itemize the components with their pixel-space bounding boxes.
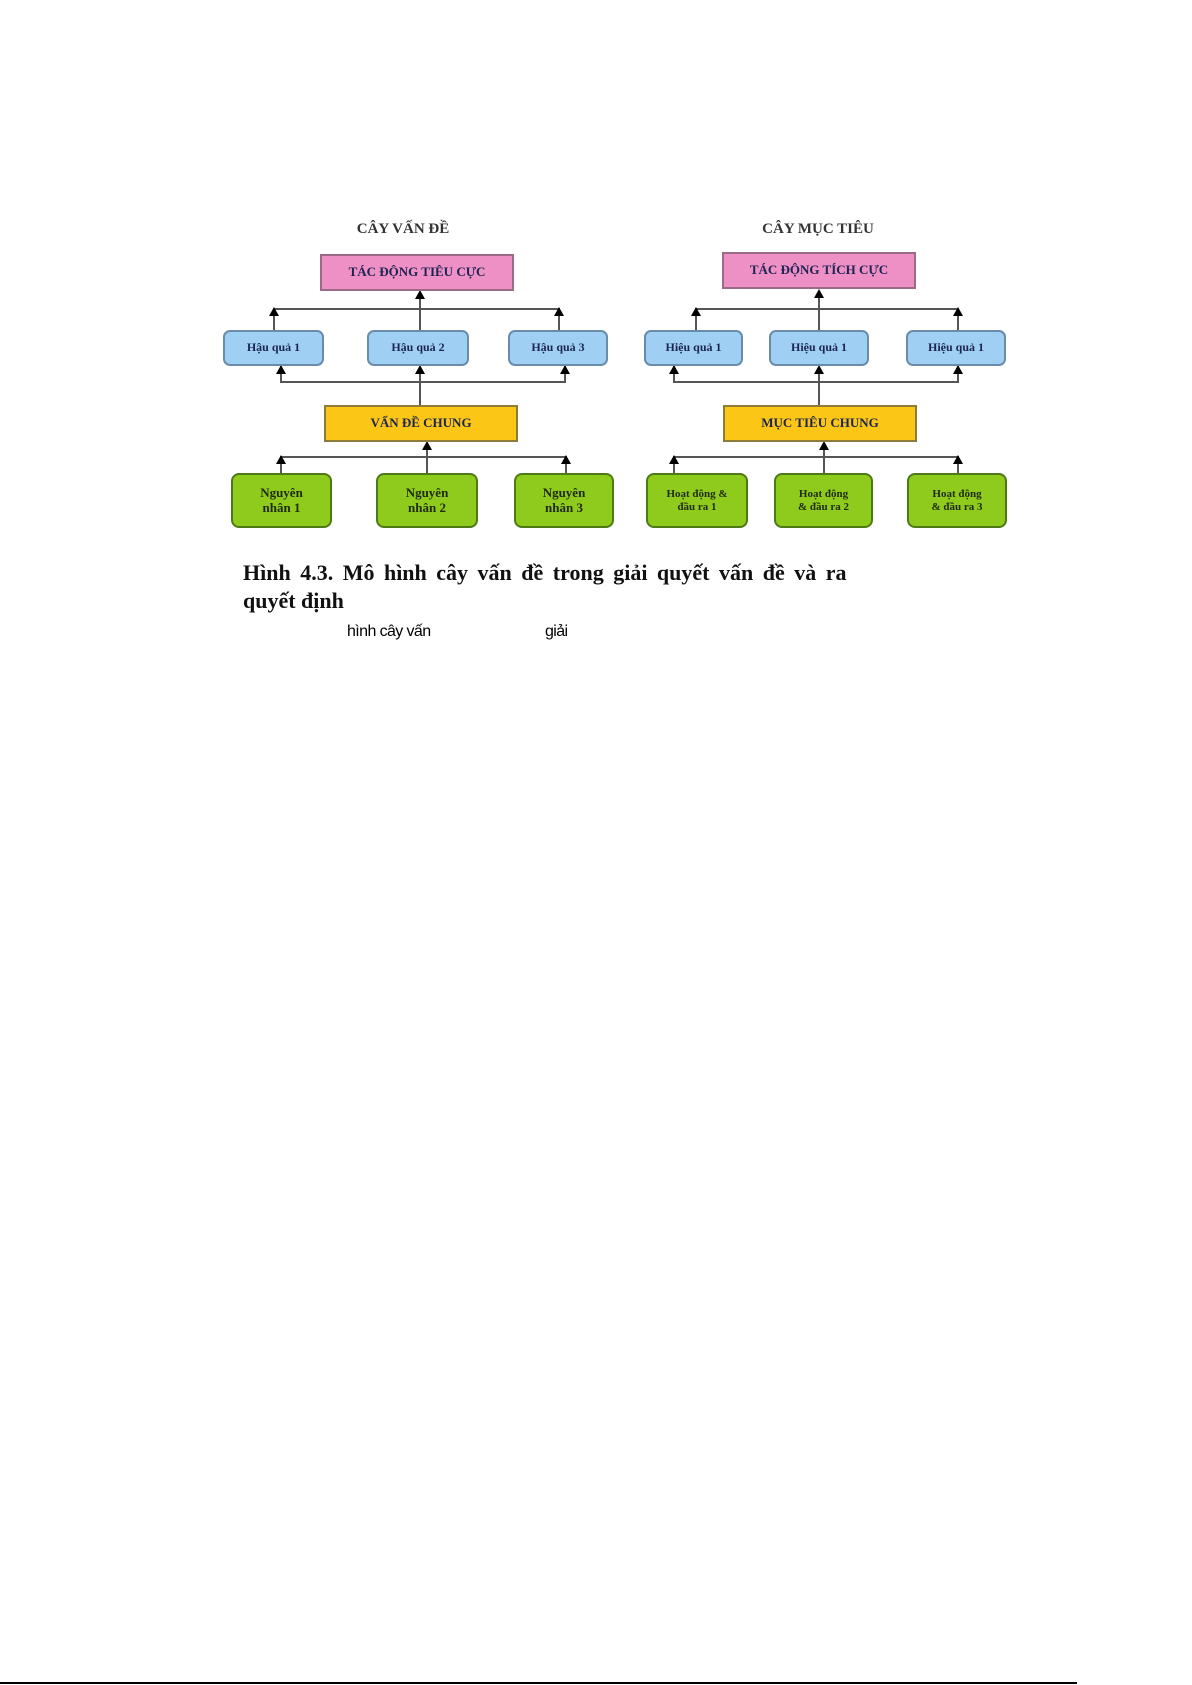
core-problem-box: VẤN ĐỀ CHUNG — [324, 405, 518, 442]
effect-box-3: Hậu quả 3 — [508, 330, 608, 366]
negative-impact-box: TÁC ĐỘNG TIÊU CỰC — [320, 254, 514, 291]
cause-box-2: Nguyên nhân 2 — [376, 473, 478, 528]
benefit-box-1: Hiệu quả 1 — [644, 330, 743, 366]
problem-tree-title: CÂY VẤN ĐỀ — [356, 221, 450, 237]
positive-impact-box: TÁC ĐỘNG TÍCH CỰC — [722, 252, 916, 289]
core-objective-box: MỤC TIÊU CHUNG — [723, 405, 917, 442]
activity-box-1: Hoạt động & đầu ra 1 — [646, 473, 748, 528]
cause-box-3: Nguyên nhân 3 — [514, 473, 614, 528]
figure-caption-line-1: Hình 4.3. Mô hình cây vấn đề trong giải … — [243, 560, 847, 585]
tree-connectors — [269, 289, 963, 473]
effect-box-2: Hậu quả 2 — [367, 330, 469, 366]
page-bottom-rule — [0, 1682, 1077, 1684]
activity-box-2: Hoạt động & đầu ra 2 — [774, 473, 873, 528]
effect-box-1: Hậu quả 1 — [223, 330, 324, 366]
objective-tree-title: CÂY MỤC TIÊU — [762, 221, 874, 237]
overlay-text-1: hình cây vấn — [347, 623, 431, 640]
benefit-box-2: Hiệu quả 1 — [769, 330, 869, 366]
benefit-box-3: Hiệu quả 1 — [906, 330, 1006, 366]
overlay-text-2: giải — [545, 623, 568, 640]
cause-box-1: Nguyên nhân 1 — [231, 473, 332, 528]
figure-caption-line-2: quyết định — [243, 588, 344, 613]
activity-box-3: Hoạt động & đầu ra 3 — [907, 473, 1007, 528]
